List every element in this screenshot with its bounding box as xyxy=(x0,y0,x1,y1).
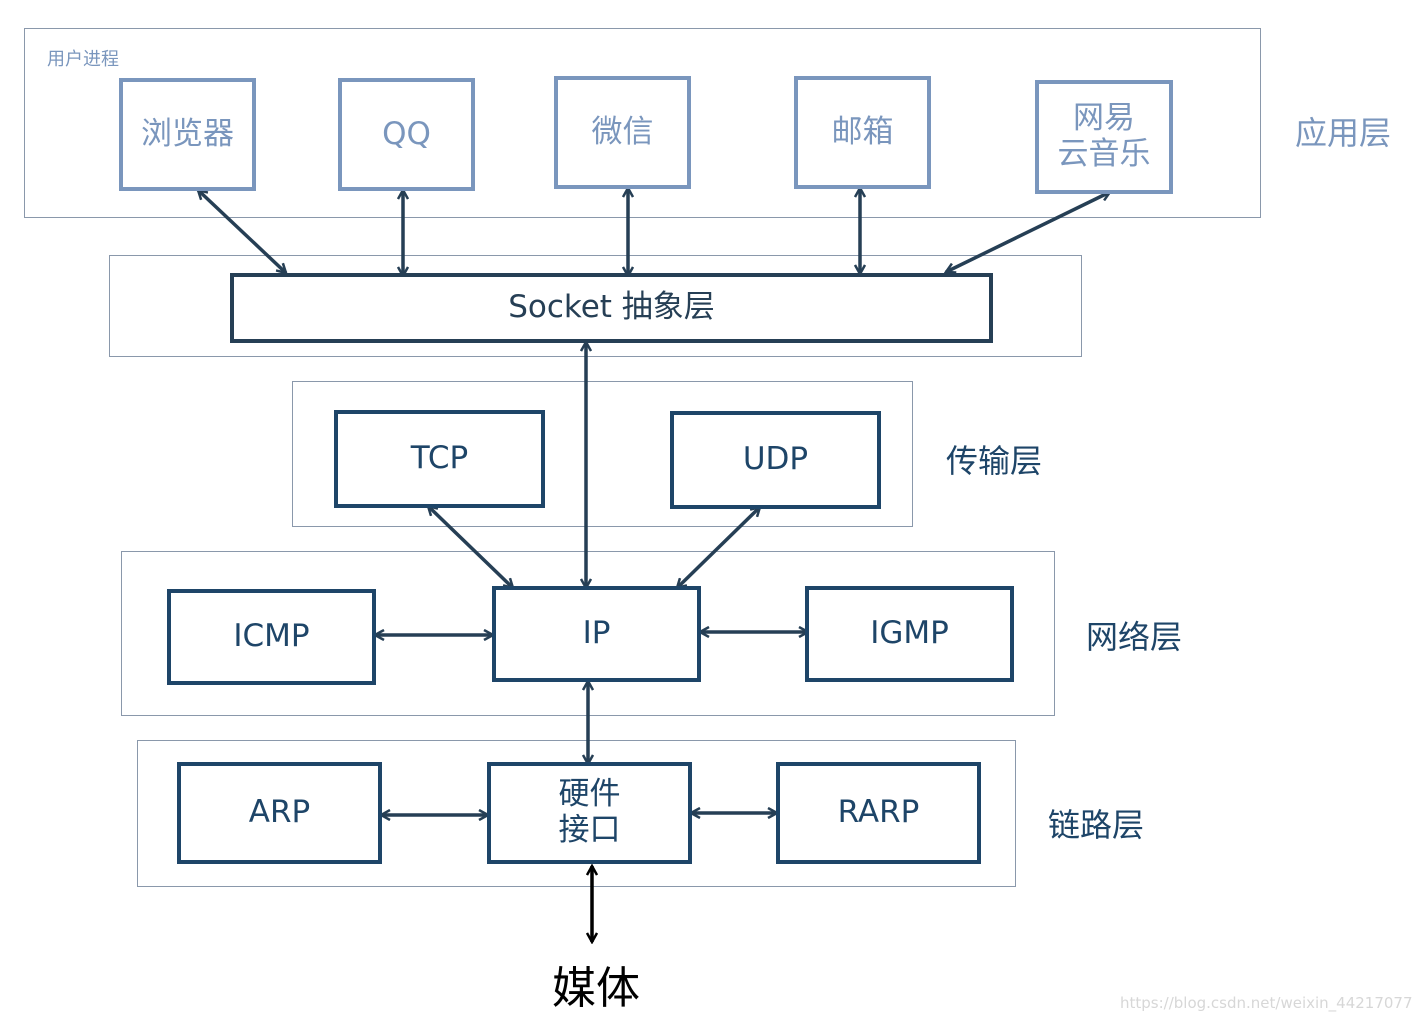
link-layer-label: 链路层 xyxy=(1048,806,1145,844)
icmp-box: ICMP xyxy=(167,589,376,685)
wechat-box: 微信 xyxy=(554,76,691,189)
mailbox-box: 邮箱 xyxy=(794,76,931,189)
browser-box: 浏览器 xyxy=(119,78,256,191)
igmp-box: IGMP xyxy=(805,586,1014,682)
rarp-box: RARP xyxy=(776,762,981,864)
tcp-box: TCP xyxy=(334,410,545,508)
hardware-interface-box: 硬件 接口 xyxy=(487,762,692,864)
arrow-udp-ip xyxy=(677,507,760,588)
qq-box: QQ xyxy=(338,78,475,191)
ip-box: IP xyxy=(492,586,701,682)
udp-box: UDP xyxy=(670,411,881,509)
network-layer-label: 网络层 xyxy=(1086,618,1183,656)
user-process-caption: 用户进程 xyxy=(47,49,119,70)
application-layer-label: 应用层 xyxy=(1295,114,1392,152)
socket-abstraction-box: Socket 抽象层 xyxy=(230,273,993,343)
watermark-text: https://blog.csdn.net/weixin_44217077 xyxy=(1120,994,1413,1012)
arrow-tcp-ip xyxy=(428,506,513,588)
media-label: 媒体 xyxy=(552,963,640,1014)
transport-layer-label: 传输层 xyxy=(946,442,1043,480)
netease-music-box: 网易 云音乐 xyxy=(1035,80,1173,194)
arrow-music-socket xyxy=(946,192,1110,272)
arrow-browser-socket xyxy=(198,190,286,273)
arp-box: ARP xyxy=(177,762,382,864)
